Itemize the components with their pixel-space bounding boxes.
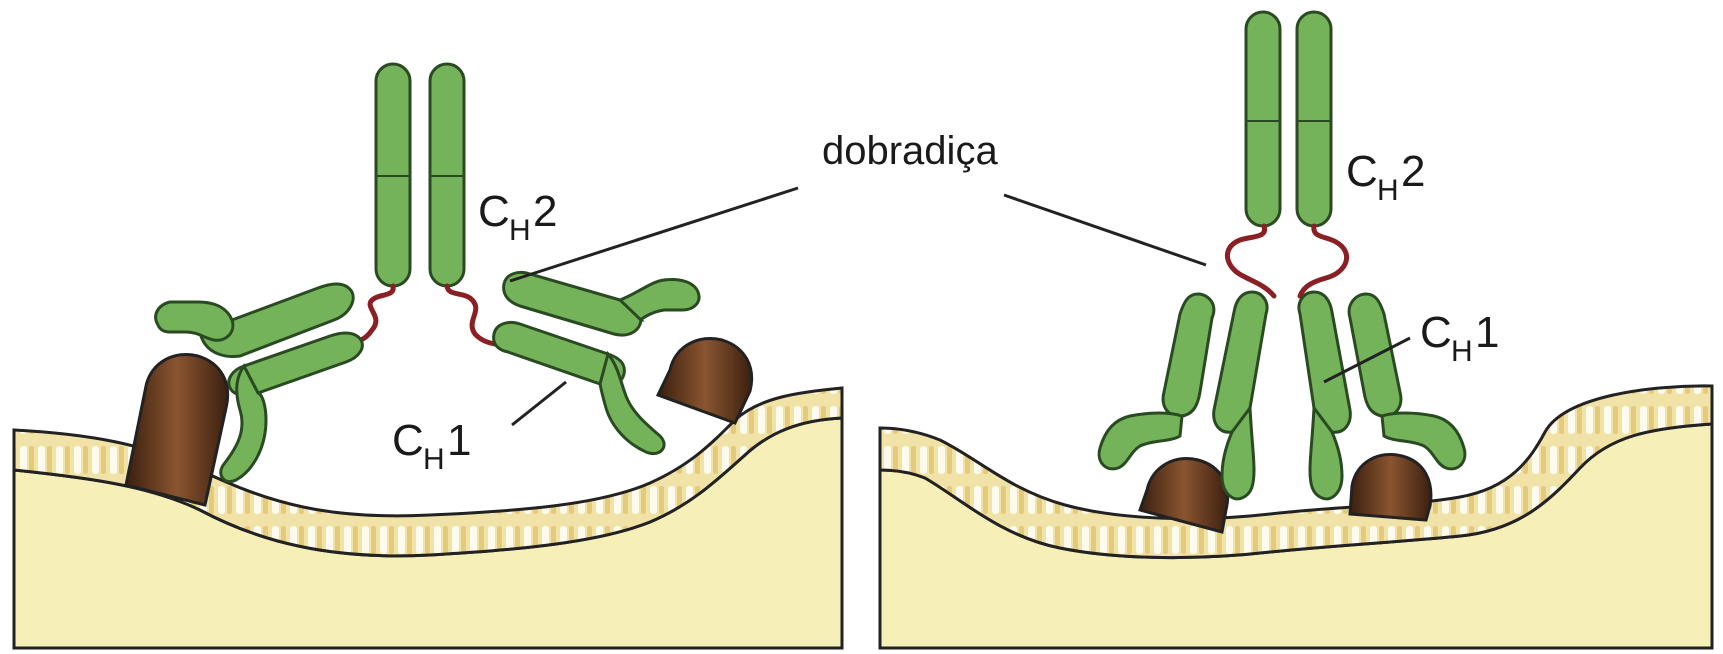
right-panel: C H 2 C H 1 — [880, 12, 1712, 648]
ch2-sub-right: H — [1377, 174, 1399, 207]
hinge-label: dobradiça — [822, 129, 998, 173]
ch2-num-right: 2 — [1401, 147, 1425, 196]
ch2-sub-left: H — [509, 214, 531, 247]
ch2-main-right: C — [1346, 147, 1378, 196]
ch1-num-left: 1 — [447, 416, 471, 465]
antigen-left-2 — [658, 338, 752, 423]
ch1-main-right: C — [1420, 308, 1452, 357]
hinge-callout: dobradiça — [510, 129, 1206, 281]
ch1-sub-left: H — [423, 443, 445, 476]
hinge-right-1 — [1227, 226, 1274, 296]
ch1-main-left: C — [392, 416, 424, 465]
left-panel: C H 2 C H 1 — [14, 64, 842, 648]
ch2-num-left: 2 — [533, 187, 557, 236]
hinge-right-2 — [1300, 226, 1347, 296]
ch1-num-right: 1 — [1475, 308, 1499, 357]
cell-surface-right — [880, 386, 1712, 648]
ch2-label-left: C H 2 — [478, 187, 557, 247]
fc-stem-right — [1246, 12, 1331, 226]
ch1-sub-right: H — [1451, 335, 1473, 368]
ch1-pointer-left — [512, 382, 566, 425]
ch1-label-left: C H 1 — [392, 382, 566, 476]
ch2-main-left: C — [478, 187, 510, 236]
hinge-pointer-right — [1004, 195, 1206, 265]
fc-stem-left — [376, 64, 464, 286]
ch2-label-right: C H 2 — [1346, 147, 1425, 207]
fab-arm-right — [494, 272, 699, 453]
antigen-right-2 — [1350, 454, 1431, 520]
